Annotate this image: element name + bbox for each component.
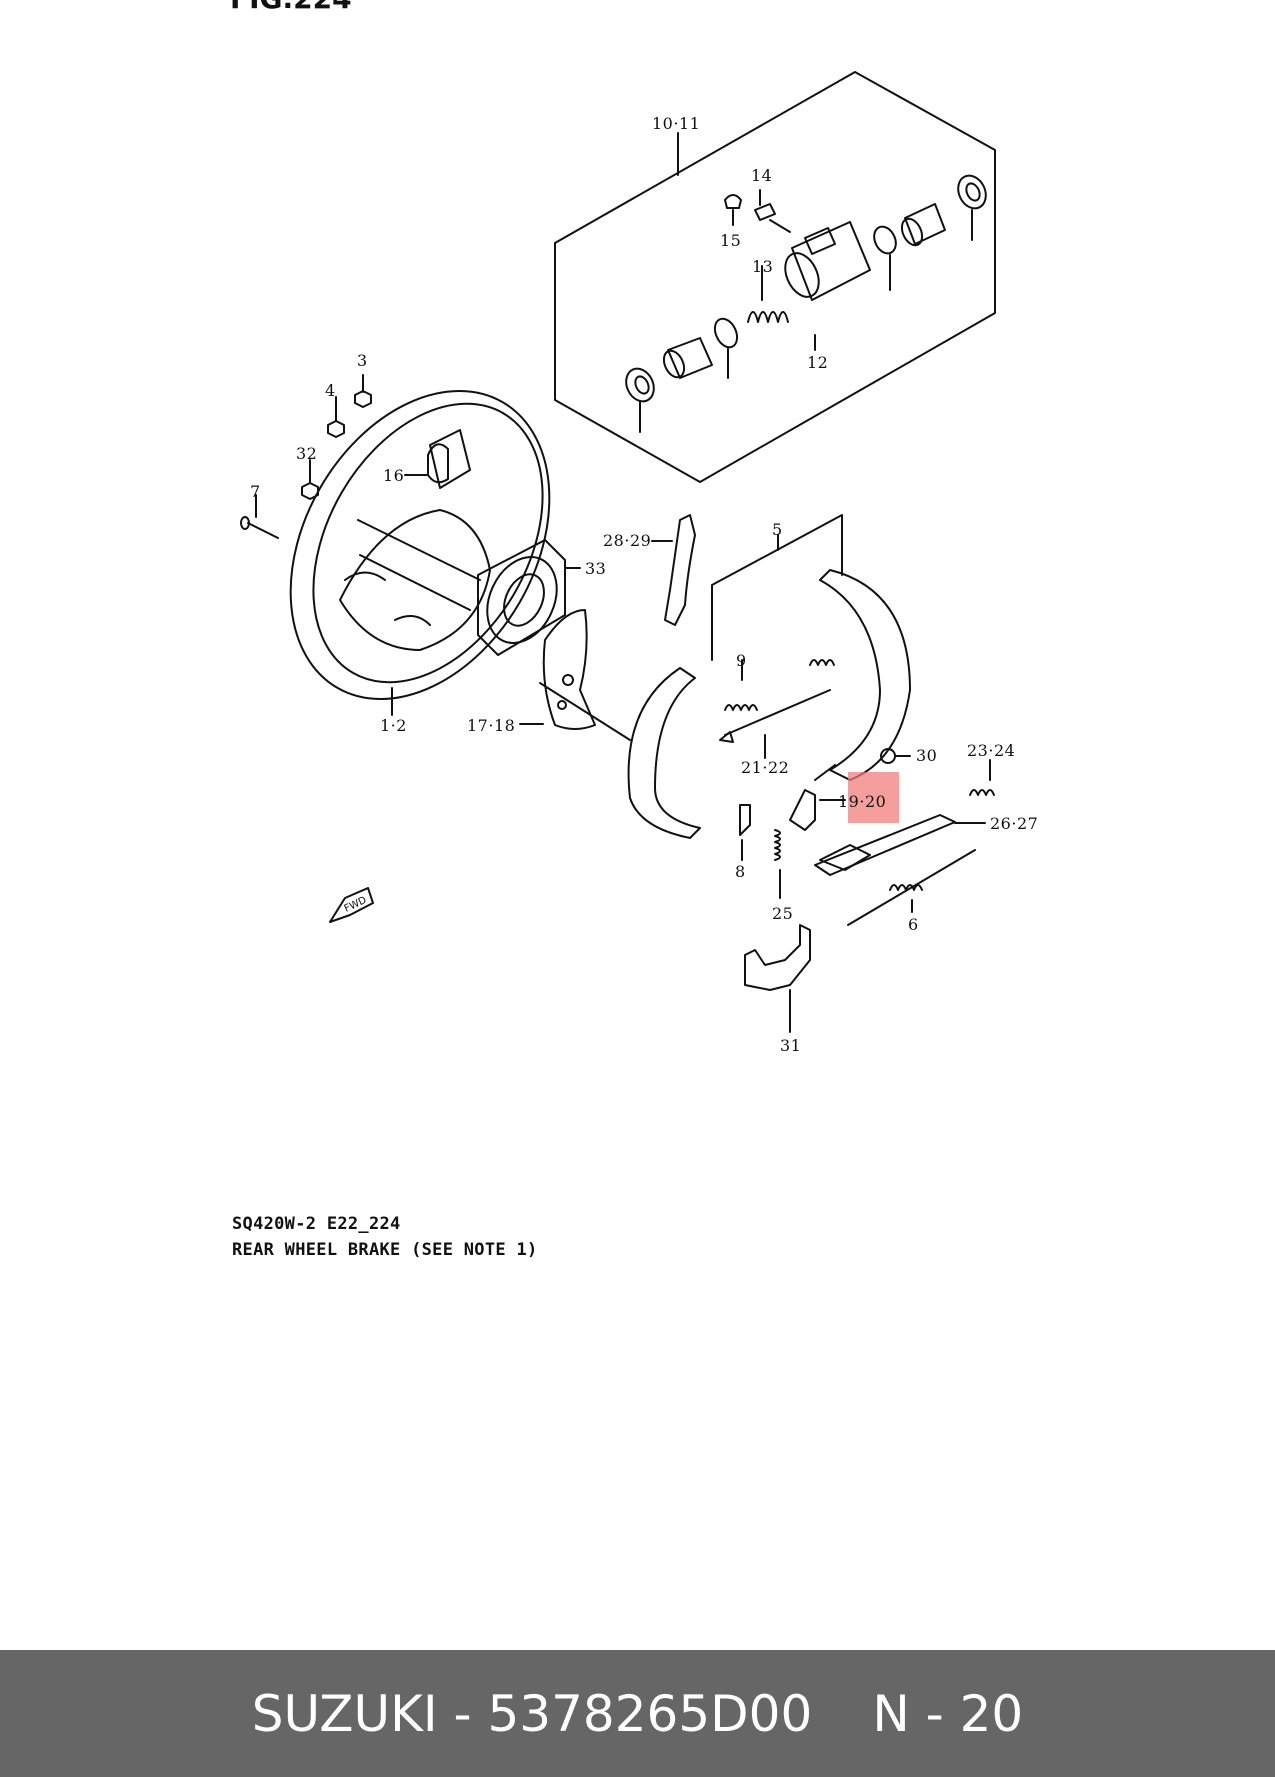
adjuster-strut: [719, 659, 835, 759]
callout-19-20: 19·20: [838, 792, 886, 811]
callout-17-18: 17·18: [467, 716, 515, 735]
callout-23-24: 23·24: [967, 741, 1015, 760]
highlighted-part-marker: [848, 772, 899, 823]
callout-25: 25: [772, 904, 793, 923]
exploded-view-drawing: FIG.224: [230, 0, 1038, 1055]
small-parts: [789, 748, 995, 876]
part-number: 5378265D00: [487, 1684, 813, 1743]
highlight-label-layer: 19·20: [838, 792, 886, 811]
callout-16: 16: [383, 466, 404, 485]
shoe-plate: [519, 609, 596, 730]
parts-diagram: FIG.224: [230, 0, 1038, 1055]
figure-code: SQ420W-2 E22_224: [232, 1214, 401, 1234]
callout-9: 9: [736, 651, 747, 670]
callout-30: 30: [916, 746, 937, 765]
wheel-cylinder-parts: [625, 174, 987, 433]
callout-33: 33: [585, 559, 606, 578]
wheel-cylinder-kit-box: [554, 71, 996, 483]
callout-8: 8: [735, 862, 746, 881]
callout-31: 31: [780, 1036, 801, 1055]
brand-separator: -: [453, 1684, 472, 1743]
callout-1-2: 1·2: [380, 716, 407, 735]
callout-13: 13: [752, 257, 773, 276]
callout-21-22: 21·22: [741, 758, 789, 777]
backing-plate: [289, 389, 551, 716]
callout-32: 32: [296, 444, 317, 463]
callout-28-29: 28·29: [603, 531, 651, 550]
lower-parts: [739, 804, 976, 1033]
callout-15: 15: [720, 231, 741, 250]
callout-6: 6: [908, 915, 919, 934]
figure-title: FIG.224: [230, 0, 352, 15]
callout-26-27: 26·27: [990, 814, 1038, 833]
fasteners: [240, 374, 481, 611]
brand-name: SUZUKI: [251, 1684, 438, 1743]
figure-caption: SQ420W-2 E22_224 REAR WHEEL BRAKE (SEE N…: [232, 1211, 538, 1263]
reference-number: 20: [959, 1684, 1024, 1743]
callout-5: 5: [772, 520, 783, 539]
adjuster-lever: [651, 514, 696, 626]
callout-labels: 10·11 14 15 13 12 3 4 32 16 7 28·29 5 33…: [250, 114, 1038, 1055]
callout-10-11: 10·11: [652, 114, 700, 133]
callout-14: 14: [751, 166, 772, 185]
callout-3: 3: [357, 351, 368, 370]
brake-shoe-set: [627, 514, 911, 839]
hub-bearing: [477, 539, 631, 741]
callout-12: 12: [807, 353, 828, 372]
part-footer-bar: SUZUKI - 5378265D00 N - 20: [0, 1650, 1275, 1777]
callout-4: 4: [325, 381, 336, 400]
reference-prefix: N: [872, 1684, 910, 1743]
reference-separator: -: [925, 1684, 944, 1743]
callout-7: 7: [250, 482, 261, 501]
figure-description: REAR WHEEL BRAKE (SEE NOTE 1): [232, 1240, 538, 1260]
